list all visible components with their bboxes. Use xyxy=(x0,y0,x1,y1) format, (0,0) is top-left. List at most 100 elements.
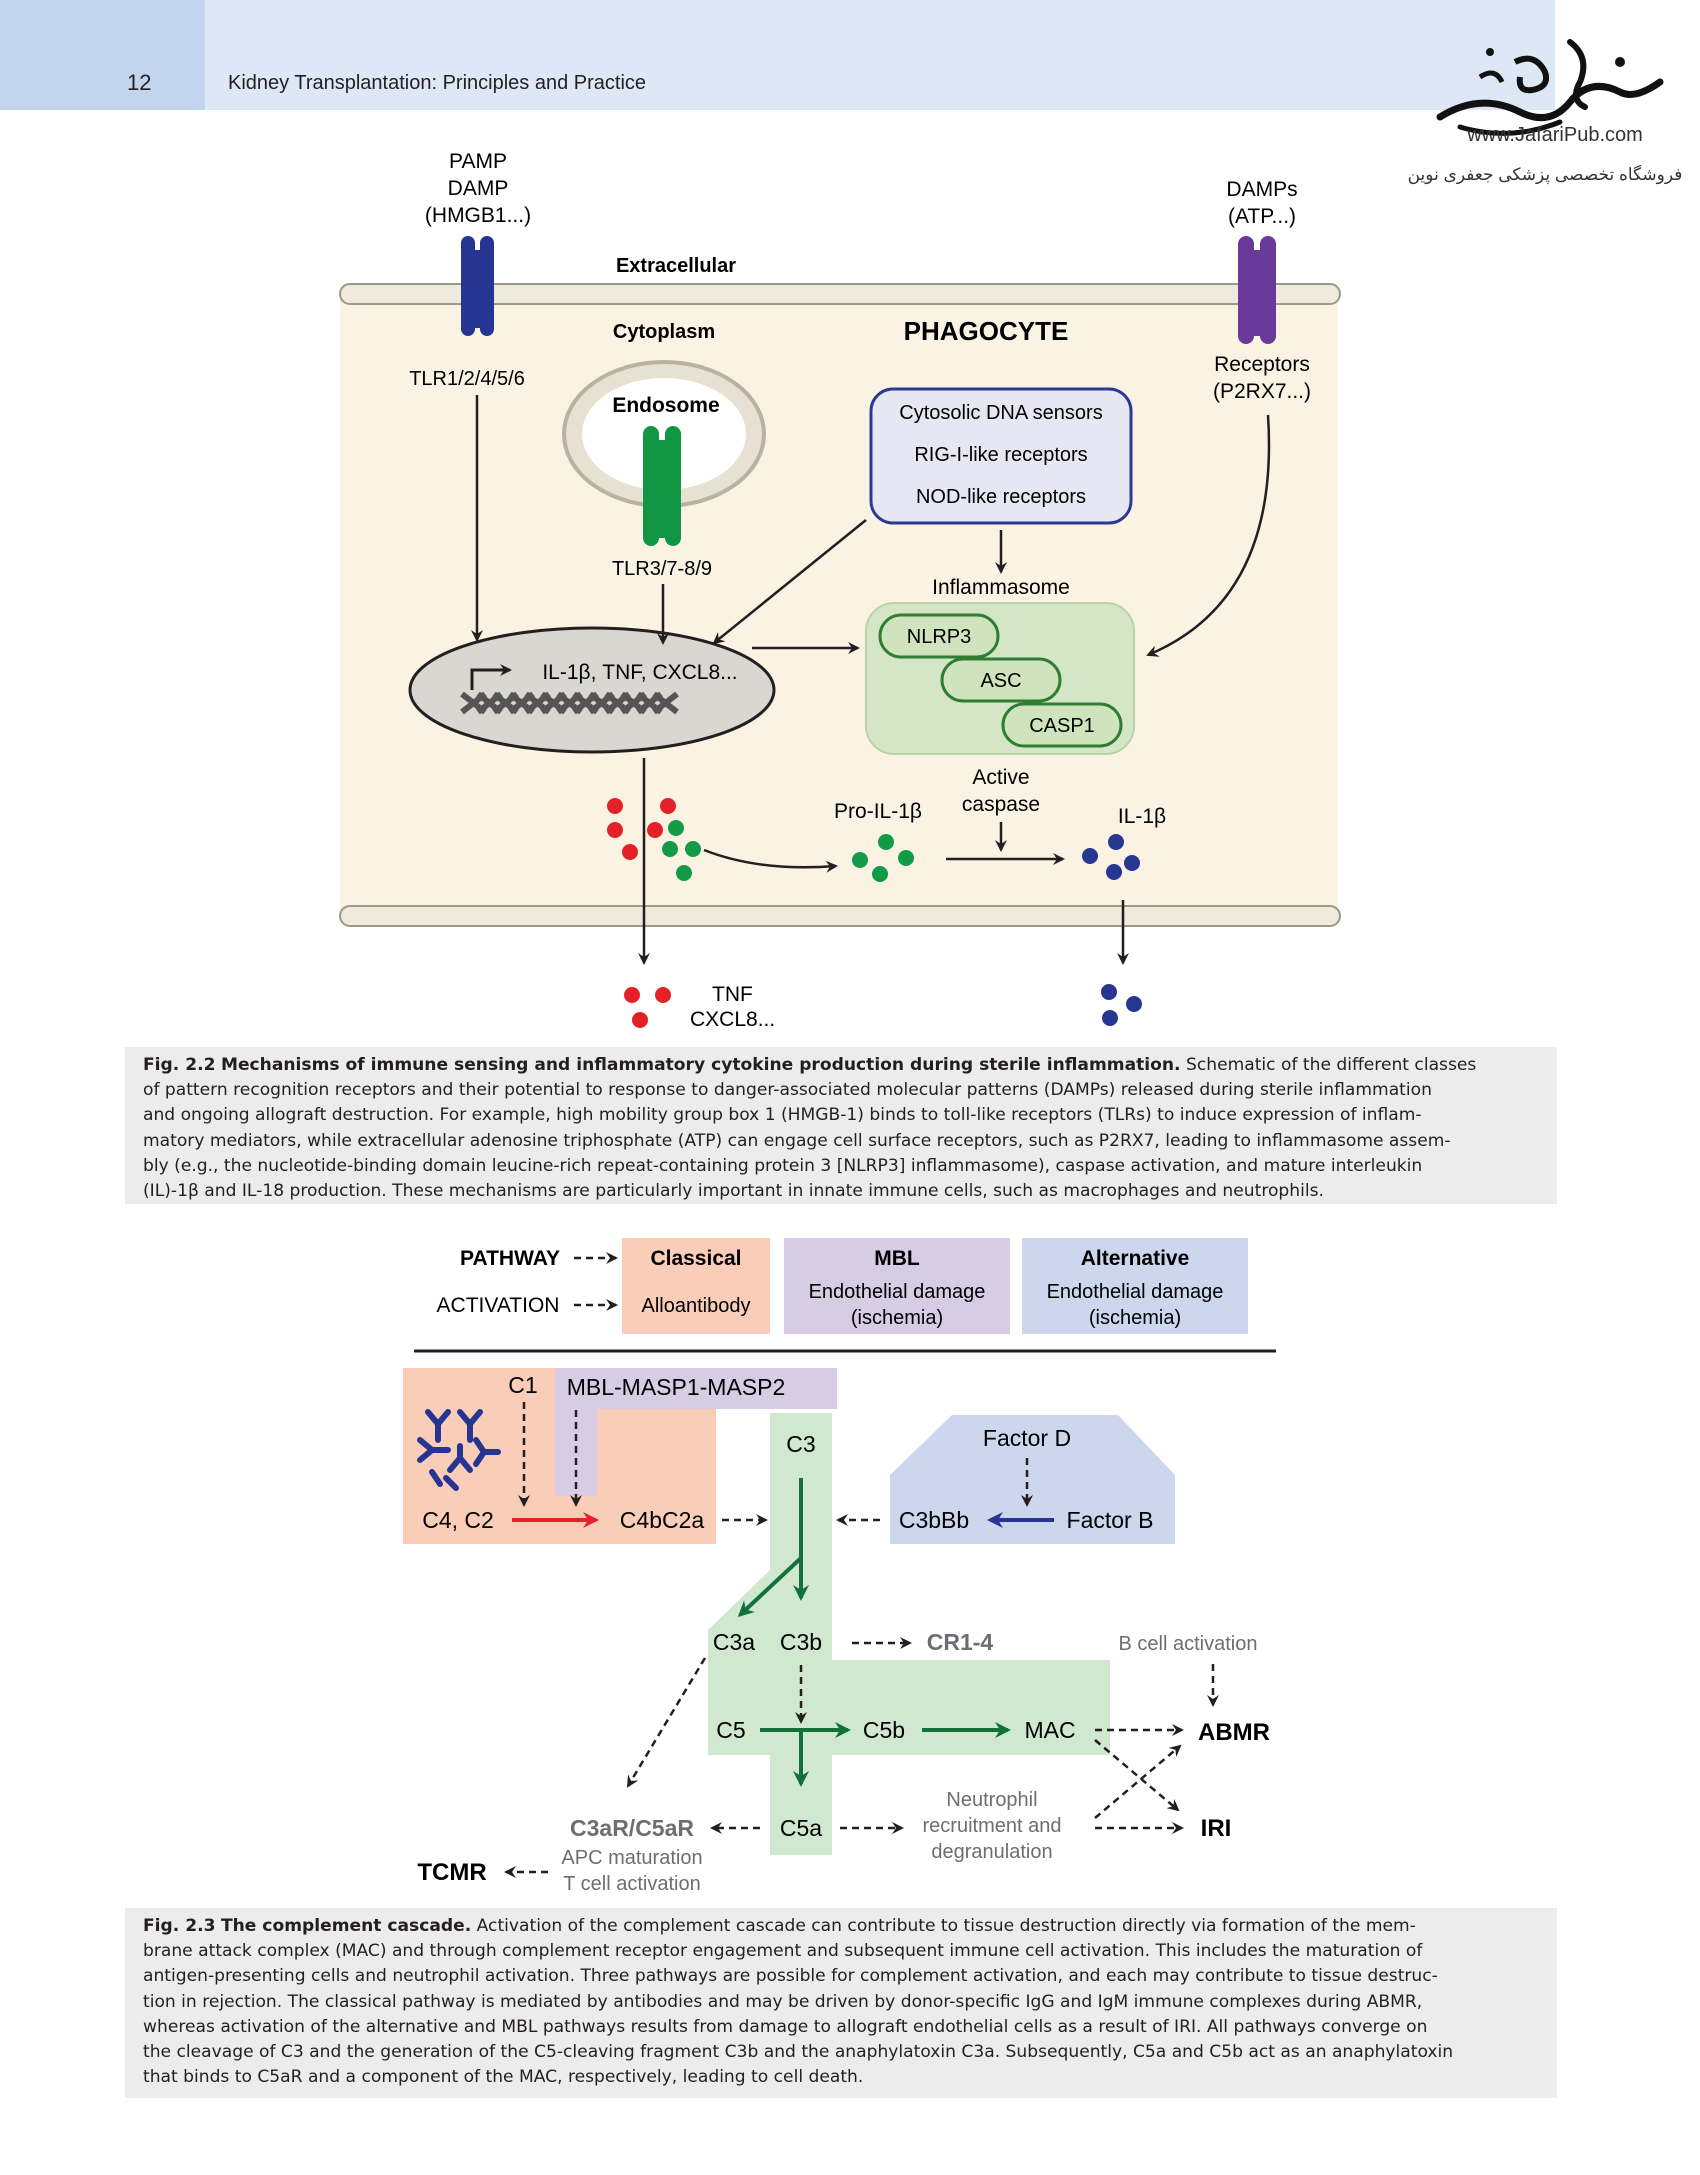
endosome-inner xyxy=(582,378,746,490)
inflammasome-label: Inflammasome xyxy=(932,576,1070,599)
mbl-pathway-region xyxy=(555,1368,837,1409)
caption-23-line: whereas activation of the alternative an… xyxy=(143,2016,1428,2037)
nucleus xyxy=(408,626,776,754)
cytokine-cluster-red xyxy=(607,798,676,860)
secreted-tnf-label: TNF xyxy=(712,983,753,1006)
active-caspase-label: Active xyxy=(972,766,1029,789)
legend-mbl-title: MBL xyxy=(874,1247,920,1270)
membrane-bottom xyxy=(339,905,1341,927)
arrow-mac-to-iri xyxy=(1094,1739,1180,1812)
legend-mbl xyxy=(784,1238,1010,1334)
cytoplasm-label: Cytoplasm xyxy=(613,321,715,343)
legend-mbl-activation-2: (ischemia) xyxy=(851,1307,943,1329)
legend-alternative-activation: Endothelial damage xyxy=(1047,1281,1224,1303)
node-c3a: C3a xyxy=(713,1629,755,1655)
tlr-surface-icon xyxy=(461,236,494,336)
header-band xyxy=(0,0,1555,110)
legend-classical xyxy=(622,1238,770,1334)
caption-22-line: bly (e.g., the nucleotide-binding domain… xyxy=(143,1155,1423,1176)
cytokine-cluster-green xyxy=(662,820,701,881)
node-mac: MAC xyxy=(1024,1717,1075,1743)
ligand-atp: (ATP...) xyxy=(1228,205,1296,228)
node-apc-maturation: APC maturation xyxy=(561,1847,702,1869)
figure-2-2: PAMP DAMP (HMGB1...) TLR1/2/4/5/6 Extrac… xyxy=(339,150,1341,1031)
running-title: Kidney Transplantation: Principles and P… xyxy=(228,72,647,94)
ligand-pamp: PAMP xyxy=(449,150,507,173)
node-c4-c2: C4, C2 xyxy=(422,1507,494,1533)
nlrp3-label: NLRP3 xyxy=(907,626,971,648)
pro-il1b-dots xyxy=(852,834,914,882)
caption-23-line: that binds to C5aR and a component of th… xyxy=(143,2067,864,2088)
secreted-cxcl8-label: CXCL8... xyxy=(690,1008,775,1031)
page-number-tab xyxy=(0,0,205,110)
watermark-url: www.JafariPub.com xyxy=(1467,124,1643,146)
arrow-c3-to-c3a xyxy=(737,1556,803,1618)
caption-22-line: and ongoing allograft destruction. For e… xyxy=(143,1105,1422,1126)
node-cr1-4: CR1-4 xyxy=(927,1629,994,1655)
membrane-top xyxy=(339,283,1341,305)
legend-activation-label: ACTIVATION xyxy=(437,1294,560,1317)
caption-23-line: brane attack complex (MAC) and through c… xyxy=(143,1941,1423,1962)
caption-22-line: (IL)-1β and IL-18 production. These mech… xyxy=(143,1181,1324,1202)
caption-22-label: Fig. 2.2 xyxy=(143,1055,216,1075)
node-c3b: C3b xyxy=(780,1629,822,1655)
legend-pathway-label: PATHWAY xyxy=(460,1247,560,1270)
ligand-hmgb1: (HMGB1...) xyxy=(425,204,531,227)
arrow-receptor-to-inflammasome xyxy=(1146,414,1271,657)
node-tcmr: TCMR xyxy=(417,1859,486,1886)
casp1-node xyxy=(1001,702,1123,748)
ligand-damps: DAMPs xyxy=(1226,178,1297,201)
active-caspase-label-2: caspase xyxy=(962,793,1040,816)
node-c5a: C5a xyxy=(780,1815,822,1841)
asc-label: ASC xyxy=(980,670,1021,692)
node-neutrophil-2: recruitment and xyxy=(923,1815,1062,1837)
caption-23-line: tion in rejection. The classical pathway… xyxy=(143,1991,1423,2012)
caption-23-line: the cleavage of C3 and the generation of… xyxy=(143,2042,1454,2063)
node-c3ar-c5ar: C3aR/C5aR xyxy=(570,1815,694,1841)
figure-2-2-caption: Fig. 2.2 Mechanisms of immune sensing an… xyxy=(125,1047,1557,1204)
legend-classical-title: Classical xyxy=(650,1247,741,1270)
caption-23-label: Fig. 2.3 xyxy=(143,1916,216,1936)
transcription-start-arrow xyxy=(470,664,512,690)
secreted-tnf-dots xyxy=(624,987,671,1028)
ligand-damp: DAMP xyxy=(448,177,509,200)
caption-22-line: matory mediators, while extracellular ad… xyxy=(143,1130,1451,1151)
node-c5b: C5b xyxy=(863,1717,905,1743)
node-factor-d: Factor D xyxy=(983,1425,1071,1451)
arrow-neutrophil-to-abmr xyxy=(1094,1744,1182,1819)
watermark-tagline: فروشگاه تخصصی پزشکی جعفری نوین xyxy=(1407,165,1683,184)
node-c5: C5 xyxy=(716,1717,745,1743)
figure-2-3: PATHWAY ACTIVATION Classical Alloantibod… xyxy=(403,1238,1276,1895)
arrow-sensors-to-nucleus xyxy=(712,519,867,645)
casp1-label: CASP1 xyxy=(1029,715,1095,737)
page-number: 12 xyxy=(127,70,152,95)
node-c4bc2a: C4bC2a xyxy=(620,1507,705,1533)
endosome-label: Endosome xyxy=(612,394,719,417)
caption-23-line: Activation of the complement cascade can… xyxy=(476,1916,1416,1936)
caption-22-line: of pattern recognition receptors and the… xyxy=(143,1080,1432,1101)
legend-alternative xyxy=(1022,1238,1248,1334)
caption-23-title: The complement cascade. xyxy=(220,1916,472,1936)
secreted-il1b-dots xyxy=(1101,984,1142,1026)
il1b-label: IL-1β xyxy=(1118,805,1166,828)
node-t-cell-activation: T cell activation xyxy=(563,1873,700,1895)
il1b-dots xyxy=(1082,834,1140,880)
dna-helix-icon xyxy=(460,691,679,715)
nlrp3-node xyxy=(878,613,1000,659)
receptors-label: Receptors xyxy=(1214,353,1310,376)
node-neutrophil-3: degranulation xyxy=(931,1841,1052,1863)
node-c1: C1 xyxy=(508,1372,537,1398)
node-iri: IRI xyxy=(1201,1815,1232,1842)
node-mbl: MBL-MASP1-MASP2 xyxy=(567,1374,786,1400)
phagocyte-cell xyxy=(340,296,1338,914)
figure-2-3-caption: Fig. 2.3 The complement cascade. Activat… xyxy=(125,1908,1557,2098)
arrow-to-pro-il1b xyxy=(703,848,838,873)
p2rx7-receptor-icon xyxy=(1238,236,1276,344)
node-b-cell-activation: B cell activation xyxy=(1119,1633,1258,1655)
tlr-endosomal-label: TLR3/7-8/9 xyxy=(612,558,712,580)
sensor-rig-i: RIG-I-like receptors xyxy=(914,444,1087,466)
node-c3: C3 xyxy=(786,1431,815,1457)
legend-alternative-title: Alternative xyxy=(1081,1247,1190,1270)
c3-convergence-band xyxy=(708,1413,1110,1855)
tlr-endosomal-icon xyxy=(643,426,681,546)
